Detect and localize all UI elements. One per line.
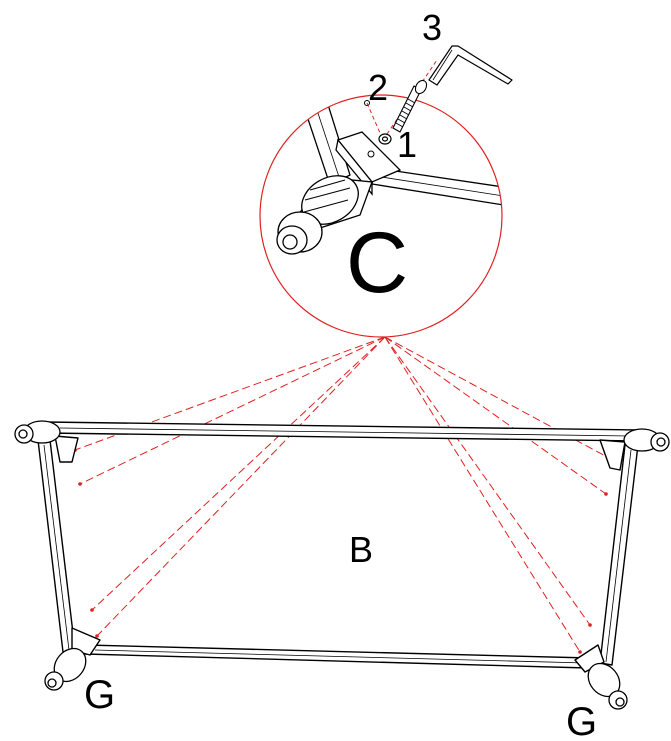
bolt-part — [392, 79, 428, 133]
hole-marker — [90, 608, 94, 612]
detail-screw-hole — [367, 150, 375, 158]
frame-top-rail-edge — [59, 427, 631, 437]
leader-line-bottom-left-a — [91, 336, 386, 611]
leader-line-bottom-right-a — [384, 336, 591, 626]
table-frame — [37, 421, 641, 673]
detail-circle-outline — [259, 94, 503, 338]
caster-foot-bottom-right — [587, 662, 628, 710]
leader-line-top-left-b — [79, 336, 386, 485]
hole-marker — [578, 650, 582, 654]
caster-foot-top-right — [623, 428, 670, 452]
part-number-1: 1 — [397, 124, 417, 165]
hole-marker — [78, 482, 82, 486]
detail-label-c: C — [346, 215, 408, 311]
hole-marker — [95, 634, 99, 638]
caster-foot-bottom-left — [44, 647, 87, 691]
frame-top-rail — [44, 421, 641, 442]
caster-foot-top-left — [14, 420, 61, 444]
frame-right-rail-edge — [605, 449, 632, 663]
insertion-lines — [366, 59, 438, 141]
corner-block-top-right — [599, 439, 626, 471]
frame-label-b: B — [349, 529, 373, 570]
detail-view-c — [259, 94, 503, 338]
hole-marker — [604, 492, 608, 496]
corner-block-top-left — [54, 435, 79, 463]
leader-line-top-left-a — [74, 336, 386, 451]
hole-marker — [588, 623, 592, 627]
frame-hole-markers — [73, 448, 611, 654]
detail-vertical-rail — [299, 95, 351, 186]
washer-part — [378, 133, 392, 145]
foot-label-g-right: G — [566, 700, 597, 741]
frame-left-rail-edge — [43, 444, 70, 651]
foot-label-g-left: G — [84, 673, 115, 717]
leader-line-top-right-b — [384, 336, 607, 495]
part-number-3: 3 — [422, 7, 442, 48]
leader-lines — [74, 336, 610, 653]
allen-key-part — [428, 45, 513, 86]
part-number-2: 2 — [368, 67, 388, 108]
leader-line-top-right-a — [384, 336, 610, 459]
leader-line-bottom-left-b — [96, 336, 386, 637]
corner-block-bottom-left — [71, 627, 101, 656]
frame-bottom-rail-edge — [94, 649, 586, 664]
leader-line-bottom-right-b — [384, 336, 581, 653]
